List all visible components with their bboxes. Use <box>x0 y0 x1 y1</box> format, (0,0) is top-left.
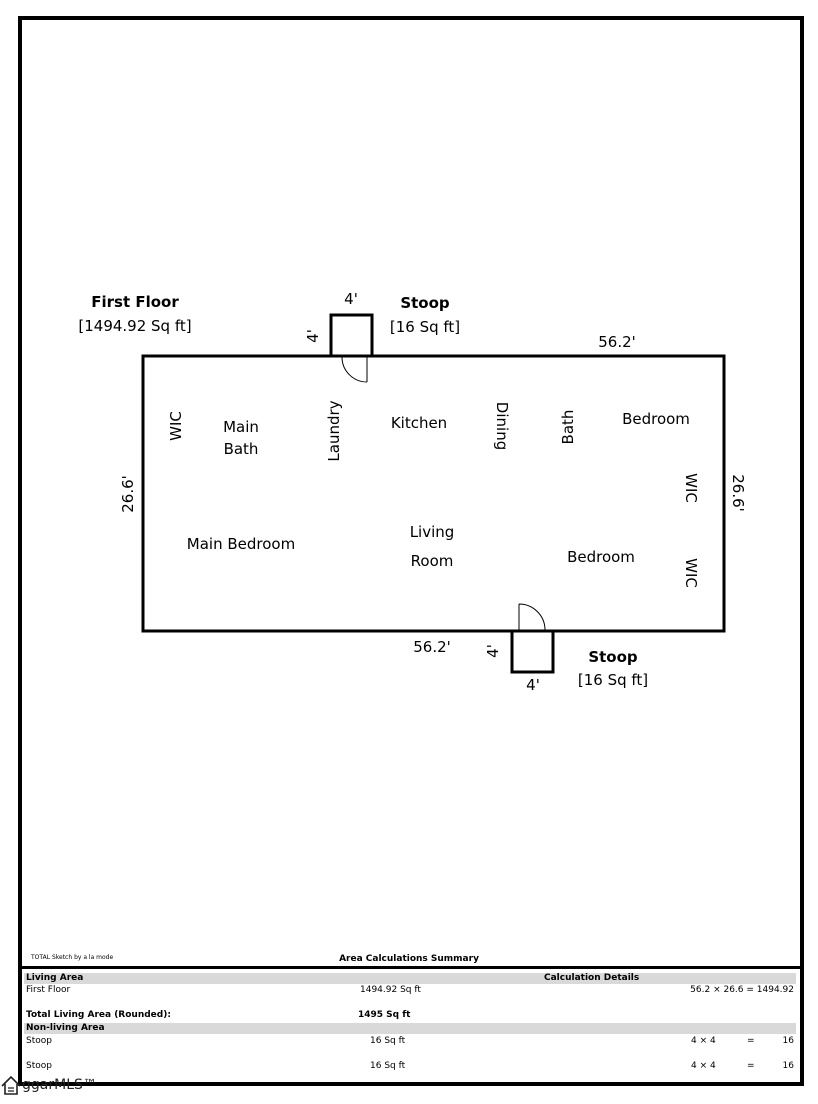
stoop-eq: = <box>747 1036 755 1046</box>
door-swing-bottom <box>518 603 546 631</box>
dim-stoop-top-w: 4' <box>344 290 358 308</box>
stoop-top-area: [16 Sq ft] <box>390 318 460 336</box>
dim-bottom: 56.2' <box>413 638 451 656</box>
nonliving-header: Non-living Area <box>24 1023 796 1034</box>
stoop-row: Stoop 16 Sq ft 4 × 4 = 16 <box>24 1061 796 1072</box>
dim-right: 26.6' <box>729 474 747 512</box>
room-laundry: Laundry <box>325 400 343 461</box>
stoop-label: Stoop <box>26 1061 52 1071</box>
room-bath: Bath <box>559 410 577 445</box>
first-floor-label: First Floor <box>26 985 71 995</box>
stoop-calc: 4 × 4 <box>691 1061 716 1071</box>
stoop-area: 16 Sq ft <box>370 1036 406 1046</box>
stoop-bottom-box <box>510 629 555 674</box>
stoop-bottom-title: Stoop <box>588 648 638 666</box>
total-label: Total Living Area (Rounded): <box>26 1010 171 1020</box>
first-floor-title: First Floor <box>91 293 179 311</box>
total-row: Total Living Area (Rounded): 1495 Sq ft <box>24 1010 796 1021</box>
stoop-top-box <box>329 313 374 358</box>
house-outline <box>141 354 726 633</box>
stoop-result: 16 <box>782 1036 794 1046</box>
dim-stoop-bottom-w: 4' <box>526 676 540 694</box>
room-bedroom-bottom: Bedroom <box>567 548 635 566</box>
stoop-row: Stoop 16 Sq ft 4 × 4 = 16 <box>24 1036 796 1047</box>
room-bedroom-top: Bedroom <box>622 410 690 428</box>
door-swing-top <box>341 356 368 383</box>
room-main-bath-line2: Bath <box>224 440 259 458</box>
dim-left: 26.6' <box>119 475 137 513</box>
dim-stoop-top-h: 4' <box>304 329 322 343</box>
sketch-credit: TOTAL Sketch by a la mode <box>31 954 114 961</box>
room-wic-right-top: WIC <box>682 473 700 503</box>
room-dining: Dining <box>493 402 511 450</box>
room-wic-left: WIC <box>167 411 185 441</box>
mls-watermark: ggarMLS™ <box>0 1074 97 1096</box>
first-floor-row: First Floor 1494.92 Sq ft 56.2 × 26.6 = … <box>24 985 796 996</box>
room-main-bedroom: Main Bedroom <box>187 535 295 553</box>
summary-title: Area Calculations Summary <box>339 954 479 964</box>
room-wic-right-bottom: WIC <box>682 558 700 588</box>
room-main-bath-line1: Main <box>223 418 259 436</box>
sketch-frame <box>18 16 804 1086</box>
stoop-bottom-area: [16 Sq ft] <box>578 671 648 689</box>
stoop-eq: = <box>747 1061 755 1071</box>
calc-details-label: Calculation Details <box>544 973 640 983</box>
room-living-line2: Room <box>411 552 454 570</box>
stoop-label: Stoop <box>26 1036 52 1046</box>
dim-stoop-bottom-h: 4' <box>484 644 502 658</box>
first-floor-area: [1494.92 Sq ft] <box>78 317 191 335</box>
stoop-area: 16 Sq ft <box>370 1061 406 1071</box>
room-kitchen: Kitchen <box>391 414 447 432</box>
stoop-calc: 4 × 4 <box>691 1036 716 1046</box>
stoop-top-title: Stoop <box>400 294 450 312</box>
first-floor-area-value: 1494.92 Sq ft <box>360 985 421 995</box>
living-area-label: Living Area <box>26 973 84 983</box>
nonliving-label: Non-living Area <box>26 1023 105 1033</box>
summary-divider <box>22 966 800 969</box>
mls-watermark-text: ggarMLS™ <box>22 1077 97 1093</box>
living-area-header: Living Area Calculation Details <box>24 973 796 984</box>
total-value: 1495 Sq ft <box>358 1010 411 1020</box>
floor-plan: First Floor [1494.92 Sq ft] Stoop [16 Sq… <box>78 290 747 694</box>
first-floor-calc: 56.2 × 26.6 = 1494.92 <box>690 985 794 995</box>
house-logo-icon <box>1 1075 21 1095</box>
stoop-result: 16 <box>782 1061 794 1071</box>
dim-top: 56.2' <box>598 333 636 351</box>
room-living-line1: Living <box>410 523 455 541</box>
